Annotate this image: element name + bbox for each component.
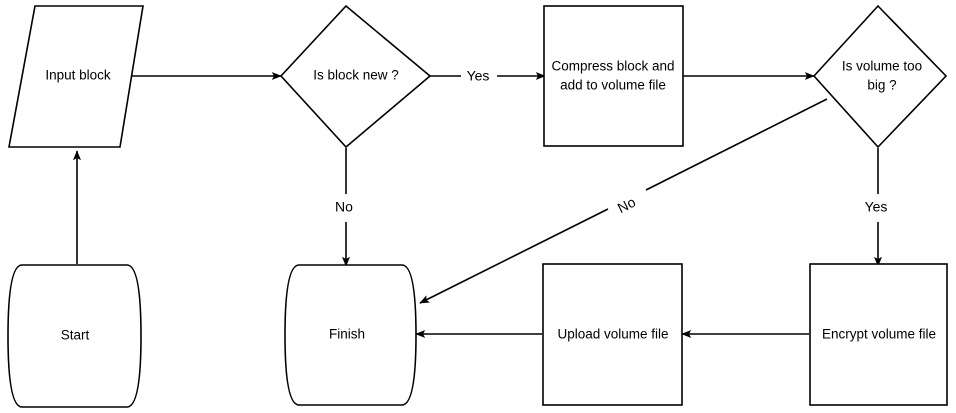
node-start-label: Start bbox=[61, 328, 90, 343]
edge-is-block-new-yes: Yes bbox=[430, 68, 546, 84]
edge-is-block-new-no: No bbox=[335, 148, 353, 267]
edge-is-volume-too-big-no-line-lower bbox=[419, 208, 609, 304]
edge-label-is-volume-too-big-yes: Yes bbox=[865, 199, 888, 215]
node-finish[interactable]: Finish bbox=[284, 264, 417, 406]
node-input-block-label: Input block bbox=[45, 68, 111, 83]
node-compress-block-shape[interactable] bbox=[543, 5, 684, 147]
node-input-block[interactable]: Input block bbox=[8, 5, 144, 148]
node-upload-volume-file[interactable]: Upload volume file bbox=[542, 263, 683, 406]
node-finish-shape[interactable] bbox=[284, 264, 417, 406]
node-encrypt-volume-file-label: Encrypt volume file bbox=[822, 327, 936, 342]
node-start-shape[interactable] bbox=[7, 264, 142, 408]
edge-is-volume-too-big-yes: Yes bbox=[865, 148, 888, 267]
node-is-volume-too-big-label-line2: big ? bbox=[867, 78, 896, 93]
edge-label-is-volume-too-big-no: No bbox=[615, 194, 638, 216]
node-is-volume-too-big-label-line1: Is volume too bbox=[842, 59, 922, 74]
node-upload-volume-file-label: Upload volume file bbox=[557, 327, 668, 342]
node-compress-block-label-line1: Compress block and bbox=[551, 59, 674, 74]
node-start[interactable]: Start bbox=[7, 264, 142, 408]
node-input-block-shape[interactable] bbox=[8, 5, 144, 148]
edge-is-volume-too-big-no: No bbox=[419, 98, 828, 304]
node-is-volume-too-big-shape[interactable] bbox=[812, 4, 948, 149]
edge-is-volume-too-big-no-line-upper bbox=[645, 98, 828, 191]
node-compress-block-label-line2: add to volume file bbox=[560, 78, 666, 93]
node-compress-block[interactable]: Compress block and add to volume file bbox=[543, 5, 684, 147]
node-is-block-new-shape[interactable] bbox=[279, 4, 432, 149]
node-encrypt-volume-file[interactable]: Encrypt volume file bbox=[809, 263, 948, 406]
node-is-volume-too-big[interactable]: Is volume too big ? bbox=[812, 4, 948, 149]
node-upload-volume-file-shape[interactable] bbox=[542, 263, 683, 406]
node-is-block-new-label: Is block new ? bbox=[313, 68, 399, 83]
edge-label-is-block-new-yes: Yes bbox=[467, 68, 490, 84]
node-is-block-new[interactable]: Is block new ? bbox=[279, 4, 432, 149]
node-encrypt-volume-file-shape[interactable] bbox=[809, 263, 948, 406]
node-finish-label: Finish bbox=[329, 327, 365, 342]
edge-label-is-block-new-no: No bbox=[335, 199, 353, 215]
